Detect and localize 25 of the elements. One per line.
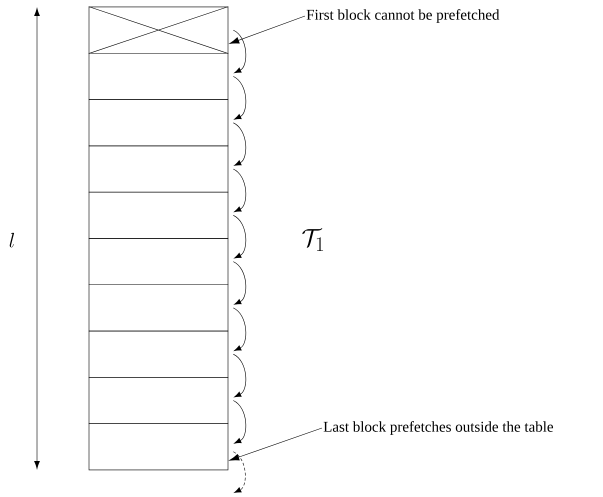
table-block (88, 238, 228, 286)
arrow (233, 76, 246, 120)
callout-text: Last block prefetches outside the table (324, 421, 554, 435)
leader-line (229, 428, 322, 461)
arrow (233, 30, 246, 74)
table-block (88, 423, 228, 470)
arrow (233, 354, 246, 398)
table-block (88, 192, 228, 239)
crossed-block (88, 6, 229, 54)
table-label: $\mathcal{T}_1$ (302, 228, 324, 251)
arrow (233, 400, 246, 444)
table-block (88, 377, 228, 424)
arrow (233, 122, 246, 166)
table-block (88, 52, 228, 100)
arrow (233, 215, 246, 258)
arrow (233, 261, 246, 305)
table-block (88, 146, 228, 192)
table-block (88, 99, 228, 146)
table-block (88, 330, 228, 378)
arrow (233, 168, 246, 212)
table-block (88, 284, 228, 332)
leader-line (229, 16, 306, 44)
dimension-label: $l$ (10, 232, 14, 248)
arrow (233, 308, 246, 351)
callout-text: First block cannot be prefetched (306, 9, 500, 23)
